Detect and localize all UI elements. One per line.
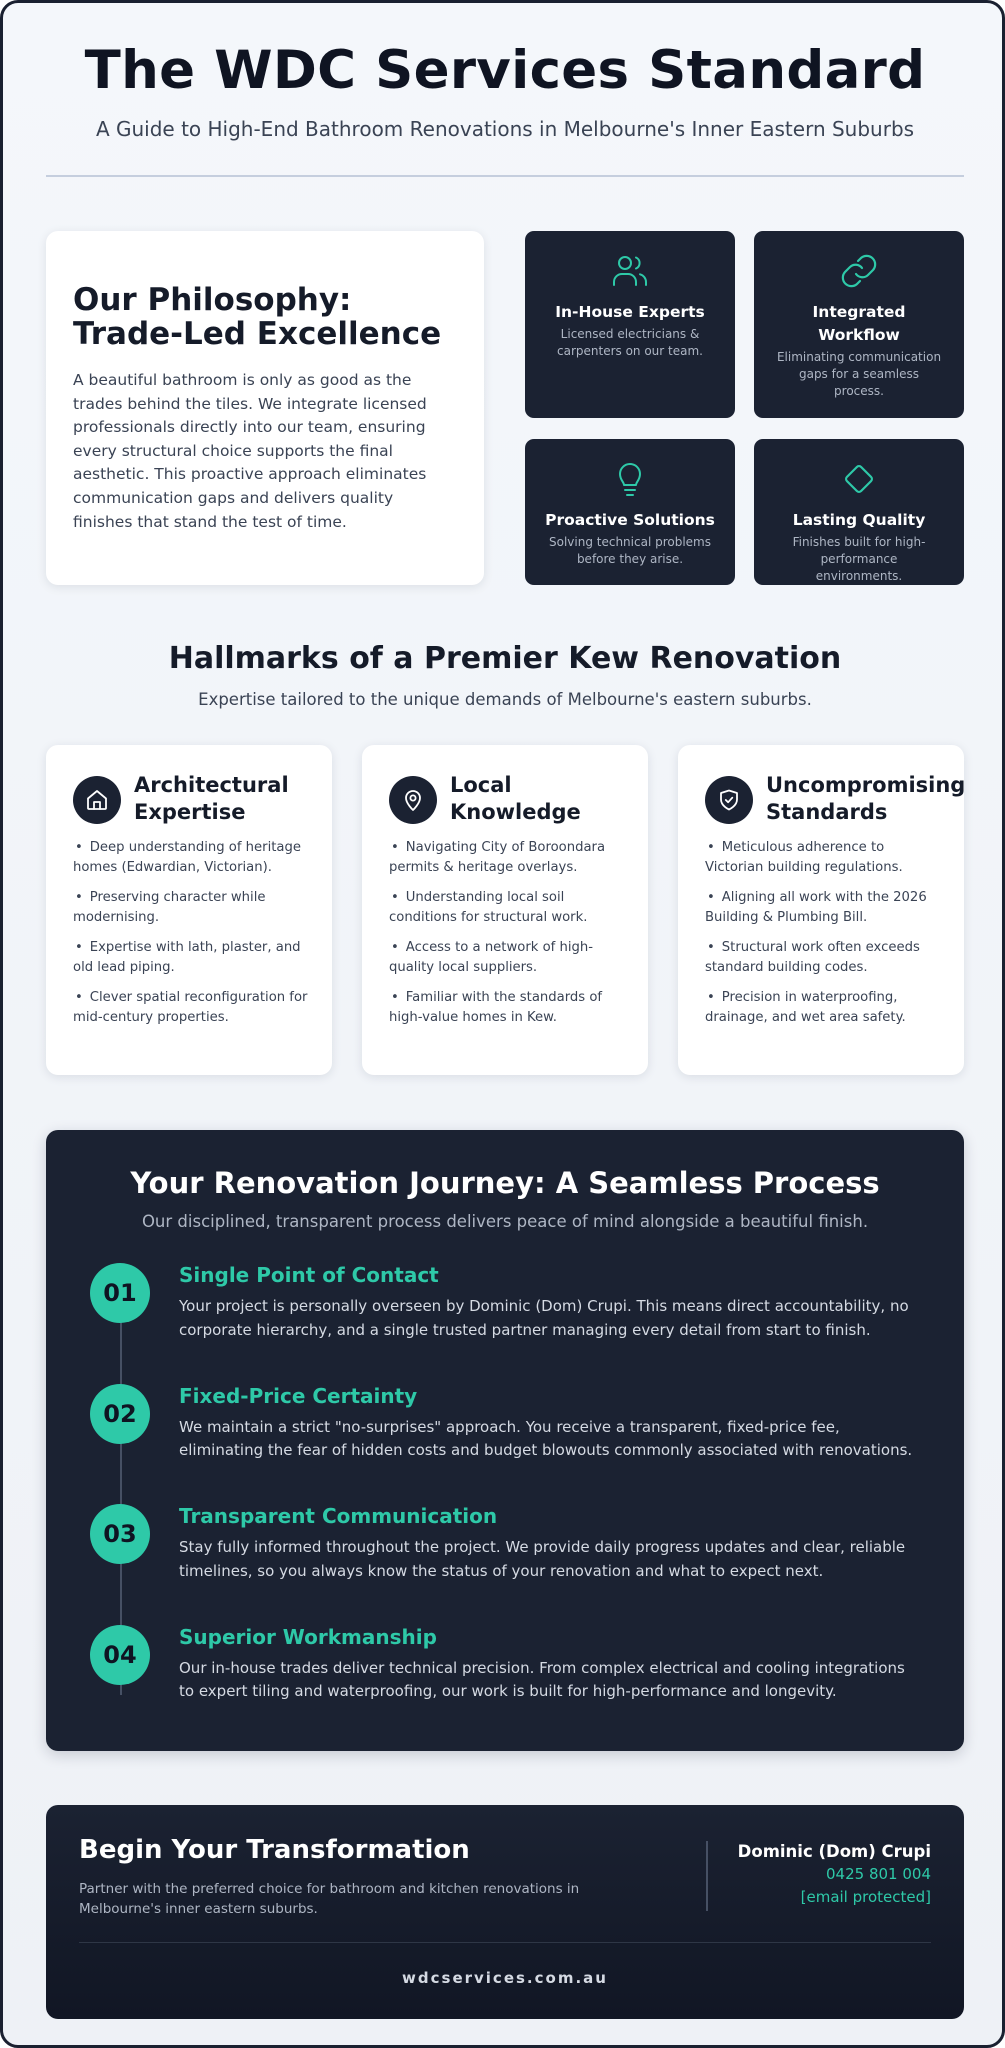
step-body: We maintain a strict "no-surprises" appr… (179, 1417, 913, 1460)
hallmark-card-title: Local Knowledge (450, 773, 581, 824)
philosophy-section: Our Philosophy: Trade-Led Excellence A b… (46, 231, 964, 587)
hallmark-card-title: Architectural Expertise (134, 773, 289, 824)
journey-title: Your Renovation Journey: A Seamless Proc… (130, 1166, 880, 1200)
philosophy-body: A beautiful bathroom is only as good as … (73, 371, 427, 531)
list-item: Precision in waterproofing, drainage, an… (705, 988, 944, 1028)
map-pin-icon (389, 776, 437, 824)
hallmarks-subtitle: Expertise tailored to the unique demands… (198, 690, 812, 709)
philosophy-title: Our Philosophy: Trade-Led Excellence (73, 282, 442, 352)
step-title: Fixed-Price Certainty (179, 1383, 418, 1408)
link-icon (839, 251, 879, 291)
hallmark-card-standards: Uncompromising Standards Meticulous adhe… (678, 745, 966, 1075)
tile-integrated-workflow: Integrated Workflow Eliminating communic… (754, 231, 964, 418)
footer-body: Partner with the preferred choice for ba… (79, 1881, 580, 1917)
footer-title: Begin Your Transformation (79, 1835, 470, 1865)
list-item: Meticulous adherence to Victorian buildi… (705, 838, 944, 878)
list-item: Preserving character while modernising. (73, 888, 312, 928)
diamond-icon (839, 459, 879, 499)
footer-divider (706, 1841, 708, 1911)
timeline-line (120, 1293, 122, 1695)
list-item: Navigating City of Boroondara permits & … (389, 838, 628, 878)
content-column: The WDC Services Standard A Guide to Hig… (46, 3, 966, 2019)
list-item: Expertise with lath, plaster, and old le… (73, 938, 312, 978)
contact-phone-link[interactable]: 0425 801 004 (826, 1865, 931, 1883)
tile-desc: Solving technical problems before they a… (549, 535, 711, 566)
list-item: Familiar with the standards of high-valu… (389, 988, 628, 1028)
list-item: Clever spatial reconfiguration for mid-c… (73, 988, 312, 1028)
page-header: The WDC Services Standard A Guide to Hig… (46, 3, 964, 177)
list-item: Structural work often exceeds standard b… (705, 938, 944, 978)
contact-email-link[interactable]: [email protected] (800, 1888, 931, 1906)
step-body: Stay fully informed throughout the proje… (179, 1538, 906, 1580)
hallmark-card-architectural: Architectural Expertise Deep understandi… (46, 745, 332, 1075)
journey-step: 04 Superior Workmanship Our in-house tra… (46, 1624, 964, 1746)
cta-footer: Begin Your Transformation Partner with t… (46, 1805, 964, 2019)
list-item: Aligning all work with the 2026 Building… (705, 888, 944, 928)
header-divider (46, 175, 964, 177)
philosophy-card: Our Philosophy: Trade-Led Excellence A b… (46, 231, 484, 585)
shield-check-icon (705, 776, 753, 824)
contact-block: Dominic (Dom) Crupi 0425 801 004 [email … (738, 1841, 931, 1909)
journey-subtitle: Our disciplined, transparent process del… (141, 1212, 869, 1231)
page-subtitle: A Guide to High-End Bathroom Renovations… (95, 117, 915, 141)
tile-desc: Eliminating communication gaps for a sea… (776, 350, 942, 398)
hallmark-card-title: Uncompromising Standards (766, 773, 966, 824)
step-title: Transparent Communication (179, 1504, 498, 1528)
journey-step: 02 Fixed-Price Certainty We maintain a s… (46, 1383, 964, 1505)
tile-title: Integrated Workflow (812, 303, 906, 344)
journey-step: 01 Single Point of Contact Your project … (46, 1263, 964, 1384)
list-item: Understanding local soil conditions for … (389, 888, 628, 928)
hallmark-card-local: Local Knowledge Navigating City of Boroo… (362, 745, 648, 1075)
tile-title: In-House Experts (555, 303, 705, 321)
hallmarks-cards: Architectural Expertise Deep understandi… (46, 745, 966, 1077)
list-item: Access to a network of high-quality loca… (389, 938, 628, 978)
journey-step: 03 Transparent Communication Stay fully … (46, 1504, 964, 1625)
tile-title: Proactive Solutions (545, 511, 715, 529)
hallmark-list: Meticulous adherence to Victorian buildi… (705, 838, 944, 1028)
website-link[interactable]: wdcservices.com.au (402, 1969, 608, 1987)
tile-lasting-quality: Lasting Quality Finishes built for high-… (754, 439, 964, 585)
hallmark-list: Navigating City of Boroondara permits & … (389, 838, 628, 1028)
footer-rule (79, 1942, 931, 1943)
page-title: The WDC Services Standard (84, 40, 926, 101)
step-title: Superior Workmanship (179, 1624, 437, 1649)
hallmarks-title: Hallmarks of a Premier Kew Renovation (168, 641, 842, 676)
tile-proactive-solutions: Proactive Solutions Solving technical pr… (525, 439, 735, 585)
step-body: Our in-house trades deliver technical pr… (179, 1658, 905, 1701)
journey-section: Your Renovation Journey: A Seamless Proc… (46, 1130, 964, 1751)
step-number: 03 (90, 1504, 150, 1564)
step-title: Single Point of Contact (179, 1263, 439, 1287)
tile-desc: Finishes built for high-performance envi… (792, 535, 926, 583)
list-item: Deep understanding of heritage homes (Ed… (73, 838, 312, 878)
step-number: 02 (90, 1383, 150, 1444)
lightbulb-icon (610, 459, 650, 499)
users-icon (610, 251, 650, 291)
step-number: 04 (90, 1624, 150, 1685)
hallmarks-section: Hallmarks of a Premier Kew Renovation Ex… (46, 641, 966, 1077)
hallmark-list: Deep understanding of heritage homes (Ed… (73, 838, 312, 1028)
tile-desc: Licensed electricians & carpenters on ou… (557, 327, 703, 358)
tile-title: Lasting Quality (792, 511, 926, 529)
hallmarks-header: Hallmarks of a Premier Kew Renovation Ex… (46, 641, 964, 709)
home-icon (73, 776, 121, 824)
step-body: Your project is personally overseen by D… (179, 1297, 909, 1339)
journey-steps: 01 Single Point of Contact Your project … (46, 1263, 964, 1745)
contact-name: Dominic (Dom) Crupi (737, 1842, 931, 1861)
tile-in-house-experts: In-House Experts Licensed electricians &… (525, 231, 735, 418)
step-number: 01 (90, 1263, 150, 1323)
